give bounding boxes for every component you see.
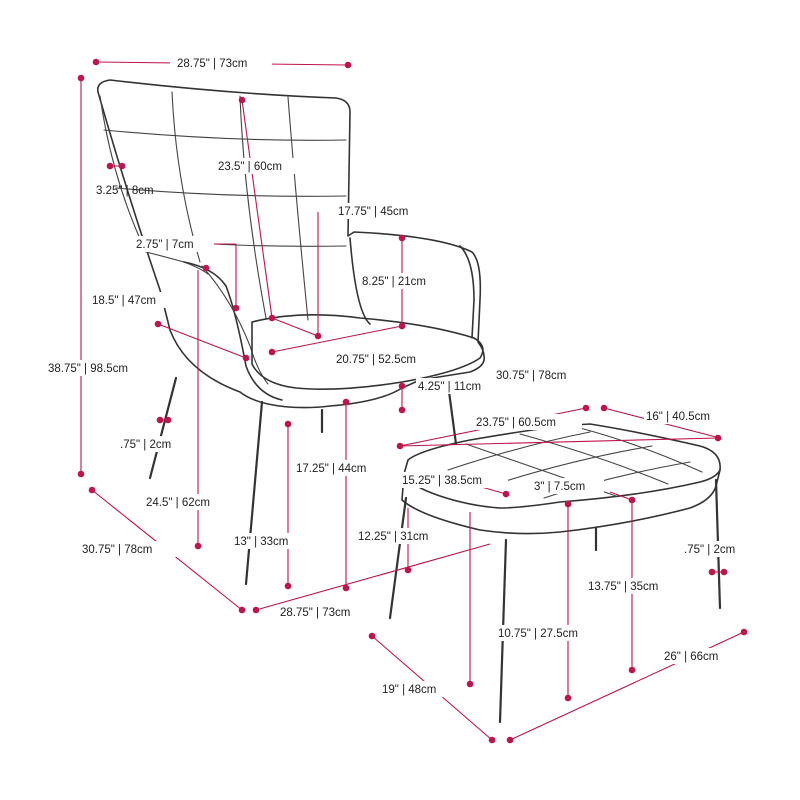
label-seat-width: 20.75" | 52.5cm — [336, 354, 416, 366]
label-seat-height: 17.25" | 44cm — [296, 463, 366, 475]
label-ottoman-foot: .75" | 2cm — [684, 544, 735, 556]
dim-dot — [268, 348, 276, 356]
dim-dot — [252, 606, 260, 614]
ottoman-top-outline — [403, 423, 721, 509]
label-armrest-depth: 17.75" | 45cm — [338, 206, 408, 218]
dim-dot — [502, 490, 510, 498]
chair-drawing — [96, 79, 486, 586]
dim-dot — [564, 694, 572, 702]
chair-back-outline — [96, 79, 486, 409]
label-ottoman-cushion: 3" | 7.5cm — [534, 481, 585, 493]
dim-dot — [342, 584, 350, 592]
dim-line-seat-width — [271, 325, 403, 353]
dim-dot — [238, 606, 246, 614]
label-chair-width: 28.75" | 73cm — [280, 607, 350, 619]
ottoman-drawing — [388, 423, 722, 724]
dim-dot — [708, 568, 716, 576]
dim-dot — [164, 416, 172, 424]
dim-dot — [398, 406, 406, 414]
dim-dot — [88, 486, 96, 494]
chair-back-inner-edge — [99, 95, 209, 275]
dim-dot — [118, 162, 126, 170]
label-seat-thickness: 4.25" | 11cm — [418, 381, 481, 393]
label-chair-top-width: 28.75" | 73cm — [177, 58, 247, 70]
dim-dot — [194, 542, 202, 550]
dim-line-seat-width-back — [271, 317, 319, 337]
dim-dot — [396, 442, 404, 450]
chair-side-frame-inner — [201, 265, 269, 385]
dim-dot — [284, 582, 292, 590]
label-ottoman-top-depth: 16" | 40.5cm — [646, 411, 710, 423]
dim-dot — [92, 58, 100, 66]
dim-dot — [720, 568, 728, 576]
label-overall-length: 30.75" | 78cm — [496, 370, 566, 382]
dim-dot — [342, 398, 350, 406]
label-ottoman-leg: 13.75" | 35cm — [588, 581, 658, 593]
dim-dot — [398, 234, 406, 242]
label-side-thickness: 2.75" | 7cm — [136, 239, 194, 251]
chair-side-frame — [183, 261, 283, 401]
dim-dot — [344, 61, 352, 69]
dim-dot — [600, 404, 608, 412]
dim-dot — [202, 264, 210, 272]
dim-dot — [232, 304, 240, 312]
dim-dot — [284, 420, 292, 428]
ottoman-body-outline — [401, 469, 721, 535]
chair-legs — [148, 376, 458, 586]
dim-dot — [106, 162, 114, 170]
dim-dot — [77, 74, 85, 82]
dim-dot — [506, 736, 514, 744]
label-ottoman-height: 10.75" | 27.5cm — [498, 628, 578, 640]
dim-dot — [242, 354, 250, 362]
dim-dot — [564, 500, 572, 508]
dim-line-ottoman-cushion — [609, 491, 633, 501]
dim-dot — [238, 96, 246, 104]
dim-dot — [488, 736, 496, 744]
dim-dot — [628, 666, 636, 674]
label-armrest-height: 8.25" | 21cm — [362, 276, 426, 288]
label-ottoman-depth: 19" | 48cm — [382, 684, 436, 696]
dim-dot — [156, 416, 164, 424]
label-chair-foot: .75" | 2cm — [120, 439, 171, 451]
label-ottoman-top-width: 23.75" | 60.5cm — [476, 417, 556, 429]
ottoman-tufting — [447, 427, 703, 499]
dim-dot — [77, 470, 85, 478]
dim-line-overall-length — [399, 437, 719, 447]
dim-dot — [368, 632, 376, 640]
label-ottoman-side: 15.25" | 38.5cm — [402, 475, 482, 487]
dim-line-chair-width — [255, 543, 491, 611]
dim-dot — [404, 566, 412, 574]
label-ottoman-leg-inset: 12.25" | 31cm — [358, 531, 428, 543]
dim-line-back-height — [241, 99, 273, 319]
dim-line-seat-depth — [157, 323, 247, 359]
label-leg-height: 13" | 33cm — [234, 536, 288, 548]
chair-seat-cushion — [251, 314, 484, 390]
label-ottoman-width: 26" | 66cm — [664, 651, 718, 663]
dim-dot — [398, 382, 406, 390]
label-total-height: 38.75" | 98.5cm — [48, 363, 128, 375]
dim-dot — [582, 404, 590, 412]
dim-dot — [154, 320, 162, 328]
dim-dot — [740, 628, 748, 636]
label-seat-depth: 18.5" | 47cm — [92, 295, 156, 307]
dim-dot — [466, 680, 474, 688]
label-arm-floor-height: 24.5" | 62cm — [146, 497, 210, 509]
label-wing-depth: 3.25" | 8cm — [96, 185, 154, 197]
chair-armrest — [349, 237, 475, 339]
label-chair-depth: 30.75" | 78cm — [82, 544, 152, 556]
dimension-labels: 28.75" | 73cm 23.5" | 60cm 3.25" | 8cm 1… — [46, 55, 754, 697]
label-back-height: 23.5" | 60cm — [218, 161, 282, 173]
